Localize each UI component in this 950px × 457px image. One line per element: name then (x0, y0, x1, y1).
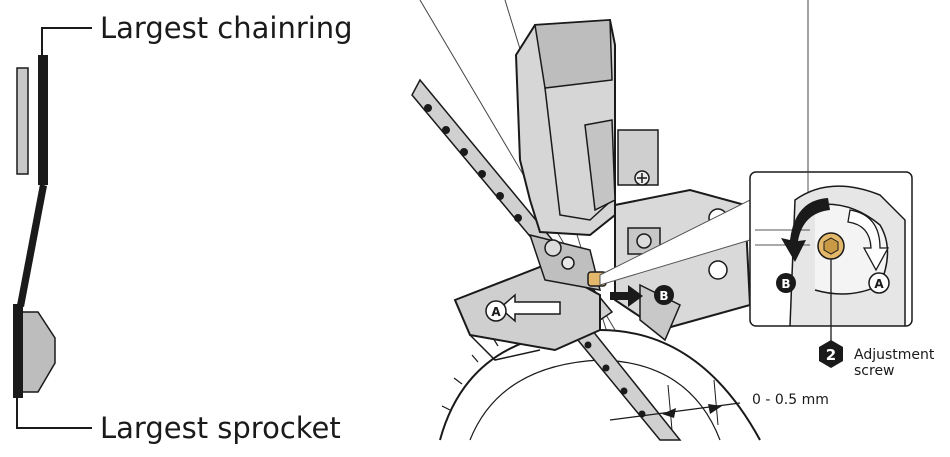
derailleur-body (514, 18, 659, 237)
chainring-plate (16, 67, 29, 175)
clearance-dimension (609, 379, 741, 431)
svg-text:B: B (659, 289, 668, 303)
svg-text:A: A (491, 305, 501, 319)
adjustment-screw-label-line1: Adjustment (854, 347, 935, 363)
largest-sprocket-label: Largest sprocket (100, 411, 341, 445)
direction-arrow-b (610, 285, 643, 307)
direction-arrow-a (498, 293, 561, 323)
largest-sprocket-bar (13, 304, 23, 398)
largest-chainring-label: Largest chainring (100, 11, 353, 45)
sprocket-cone (21, 311, 56, 393)
adjustment-screw-label-line2: screw (854, 363, 895, 380)
chainring-leader-line (41, 27, 92, 57)
inset-detail (749, 171, 913, 342)
sprocket-leader-line (16, 396, 92, 429)
largest-chainring-bar (38, 55, 48, 185)
chain-diagonal (17, 184, 47, 307)
clearance-label: 0 - 0.5 mm (752, 392, 829, 408)
adjustment-screw-label: Adjustment screw (854, 347, 934, 379)
svg-text:2: 2 (826, 346, 836, 364)
marker-b-inset: B (776, 273, 796, 293)
marker-a-inset: A (868, 272, 890, 294)
rotate-arrow-a (847, 209, 890, 272)
svg-text:B: B (781, 277, 790, 291)
marker-a-main: A (485, 300, 507, 322)
svg-text:A: A (874, 277, 884, 291)
rotate-arrow-b (781, 198, 830, 262)
marker-b-main: B (654, 285, 674, 305)
derailleur-illustration (411, 0, 809, 441)
step-number-badge: 2 (819, 340, 843, 368)
chain-line-schematic (13, 27, 92, 429)
